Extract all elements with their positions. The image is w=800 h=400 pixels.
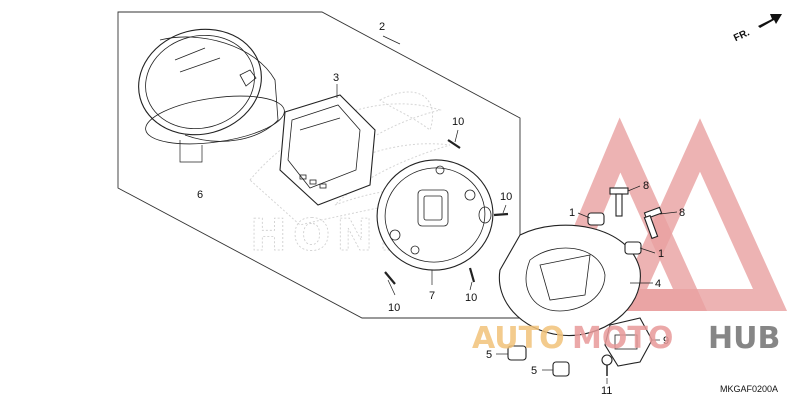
watermark-moto: MOTO bbox=[572, 321, 673, 356]
callout-6: 6 bbox=[197, 189, 203, 201]
honda-wing-watermark bbox=[249, 91, 451, 226]
part-cap-b bbox=[552, 361, 570, 377]
part-cap-a bbox=[507, 345, 527, 361]
callout-3: 3 bbox=[333, 72, 339, 84]
callout-10-left: 10 bbox=[388, 302, 400, 314]
callout-10-bottom: 10 bbox=[465, 292, 477, 304]
part-screw-b bbox=[643, 206, 663, 240]
watermark-hub: HUB bbox=[708, 321, 780, 356]
part-screw-10-right bbox=[493, 212, 509, 217]
part-meter-case bbox=[376, 159, 494, 271]
part-screw-10-bottom bbox=[468, 267, 476, 283]
front-direction-indicator: FR. bbox=[732, 14, 782, 44]
part-screw-a bbox=[609, 187, 629, 217]
callout-11: 11 bbox=[601, 385, 612, 397]
part-ring-gasket bbox=[145, 95, 285, 163]
callout-1-right: 1 bbox=[658, 248, 664, 260]
callout-7: 7 bbox=[429, 290, 435, 302]
callout-10-right: 10 bbox=[500, 191, 512, 203]
part-clip bbox=[601, 354, 613, 376]
part-screw-10-left bbox=[384, 271, 396, 285]
part-bracket bbox=[604, 317, 653, 367]
part-grommet-b bbox=[624, 241, 642, 255]
callout-8-right: 8 bbox=[679, 207, 685, 219]
front-arrow-icon bbox=[758, 14, 782, 28]
callout-5-right: 5 bbox=[531, 365, 537, 377]
leader-lines bbox=[336, 35, 678, 384]
part-grommet-a bbox=[587, 212, 605, 226]
part-screw-10-top bbox=[447, 139, 461, 149]
callout-10-top: 10 bbox=[452, 116, 464, 128]
callout-1-left: 1 bbox=[569, 207, 575, 219]
part-rear-cover bbox=[498, 224, 641, 337]
part-display-board bbox=[279, 94, 376, 206]
brand-watermark: AUTO MOTO HUB bbox=[472, 321, 780, 356]
diagram-code: MKGAF0200A bbox=[720, 384, 778, 394]
front-direction-label: FR. bbox=[732, 27, 751, 44]
callout-5-left: 5 bbox=[486, 349, 492, 361]
callout-8-top: 8 bbox=[643, 180, 649, 192]
callout-4: 4 bbox=[655, 278, 661, 290]
watermark-auto: AUTO bbox=[472, 321, 565, 356]
part-lens-cover bbox=[138, 28, 279, 142]
callout-labels: 2 3 6 10 10 10 10 7 8 8 1 1 4 9 5 5 11 bbox=[197, 21, 685, 397]
callout-9: 9 bbox=[663, 335, 669, 347]
callout-2: 2 bbox=[379, 21, 385, 33]
